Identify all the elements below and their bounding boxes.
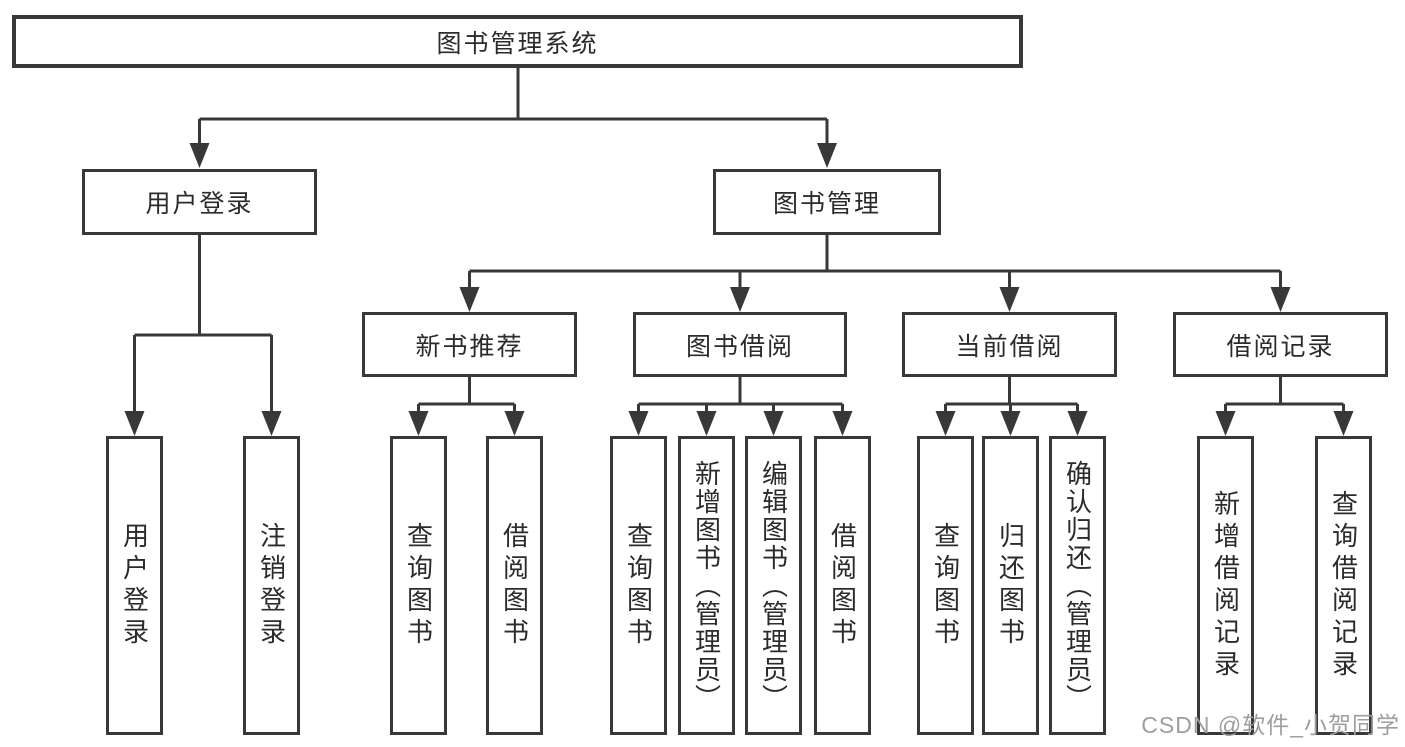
- arrowhead: [935, 411, 956, 436]
- arrowhead: [763, 411, 784, 436]
- arrowhead: [459, 287, 480, 312]
- node-label: 当前借阅: [955, 332, 1064, 361]
- connector-newbooks-to-leaves: [417, 377, 516, 415]
- arrowhead: [832, 411, 853, 436]
- leaf-add-book-admin: 新增图书（管理员）: [678, 436, 735, 735]
- connector-borrow-to-leaves: [637, 377, 844, 415]
- leaf-edit-book-admin: 编辑图书（管理员）: [745, 436, 802, 735]
- leaf-label: 注销登录: [256, 521, 287, 650]
- node-book-management: 图书管理: [713, 169, 941, 235]
- leaf-confirm-return-admin: 确认归还（管理员）: [1049, 436, 1106, 735]
- arrowhead: [1270, 287, 1291, 312]
- node-label: 图书管理系统: [436, 29, 599, 58]
- leaf-query-books-current: 查询图书: [917, 436, 974, 735]
- node-book-borrowing: 图书借阅: [633, 312, 847, 377]
- arrowhead: [817, 143, 837, 168]
- arrowhead: [408, 411, 429, 436]
- leaf-label: 归还图书: [995, 521, 1026, 650]
- leaf-label: 编辑图书（管理员）: [758, 459, 789, 712]
- leaf-query-borrow-record: 查询借阅记录: [1315, 436, 1372, 735]
- arrowhead: [261, 411, 282, 436]
- connector-current-to-leaves: [944, 377, 1079, 415]
- connector-bookmgmt-to-level3: [468, 235, 1282, 291]
- leaf-add-borrow-record: 新增借阅记录: [1197, 436, 1254, 735]
- leaf-label: 查询图书: [930, 521, 961, 650]
- node-current-borrowing: 当前借阅: [902, 312, 1117, 377]
- node-label: 借阅记录: [1226, 332, 1335, 361]
- leaf-borrow-books-borrowing: 借阅图书: [814, 436, 871, 735]
- node-label: 用户登录: [145, 190, 254, 218]
- leaf-label: 用户登录: [119, 521, 150, 650]
- arrowhead: [1215, 411, 1236, 436]
- leaf-label: 新增借阅记录: [1210, 489, 1241, 682]
- arrowhead: [628, 411, 649, 436]
- arrowhead: [1067, 411, 1088, 436]
- node-label: 图书管理: [772, 190, 881, 218]
- leaf-label: 查询图书: [403, 521, 434, 650]
- leaf-label: 借阅图书: [499, 521, 530, 650]
- arrowhead: [124, 411, 145, 436]
- arrowhead: [1333, 411, 1354, 436]
- leaf-label: 确认归还（管理员）: [1062, 459, 1093, 712]
- node-borrowing-records: 借阅记录: [1173, 312, 1388, 377]
- arrowhead: [696, 411, 717, 436]
- connector-userlogin-to-leaves: [133, 235, 273, 415]
- leaf-label: 新增图书（管理员）: [691, 459, 722, 712]
- leaf-label: 借阅图书: [827, 521, 858, 650]
- node-label: 图书借阅: [685, 332, 794, 361]
- arrowhead: [504, 411, 525, 436]
- leaf-borrow-books-recommend: 借阅图书: [486, 436, 543, 735]
- leaf-logout: 注销登录: [243, 436, 300, 735]
- leaf-query-books-recommend: 查询图书: [390, 436, 447, 735]
- node-label: 新书推荐: [415, 332, 524, 361]
- node-root-library-system: 图书管理系统: [12, 15, 1023, 68]
- arrowhead: [189, 143, 210, 168]
- leaf-label: 查询借阅记录: [1328, 489, 1359, 682]
- leaf-query-books-borrowing: 查询图书: [610, 436, 667, 735]
- arrowhead: [730, 287, 750, 312]
- leaf-label: 查询图书: [623, 521, 654, 650]
- leaf-user-login: 用户登录: [106, 436, 163, 735]
- node-new-book-recommend: 新书推荐: [362, 312, 577, 377]
- connector-records-to-leaves: [1224, 377, 1345, 415]
- arrowhead: [1000, 411, 1021, 436]
- csdn-watermark: CSDN @软件_小贺同学: [1141, 712, 1400, 738]
- leaf-return-book: 归还图书: [982, 436, 1039, 735]
- node-user-login: 用户登录: [82, 169, 317, 235]
- arrowhead: [999, 287, 1020, 312]
- connector-root-to-level2: [198, 68, 829, 147]
